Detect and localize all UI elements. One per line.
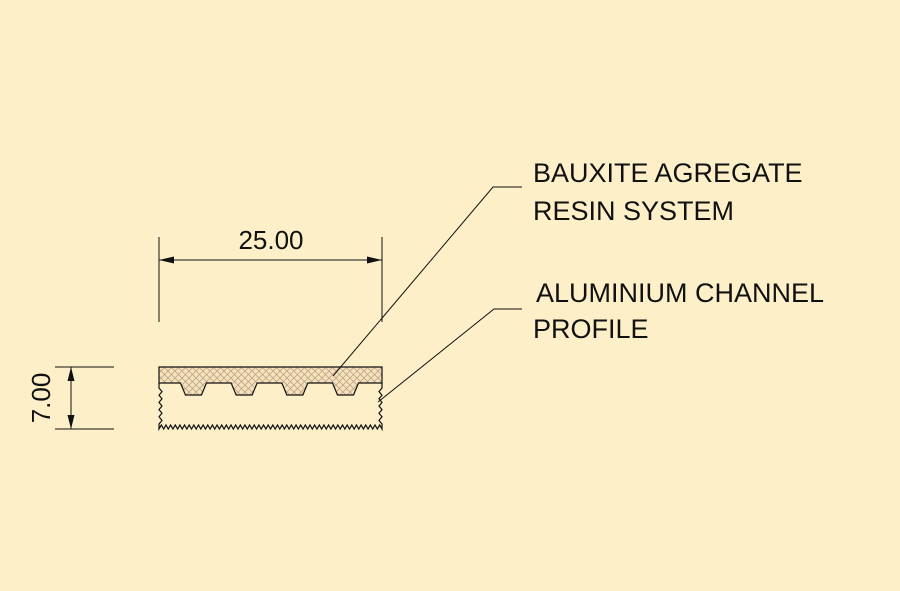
callout-labels: BAUXITE AGREGATE RESIN SYSTEM ALUMINIUM … bbox=[533, 158, 824, 344]
width-dimension: 25.00 bbox=[158, 225, 383, 322]
width-arrow-left-icon bbox=[159, 256, 174, 264]
channel-callout-line-2: PROFILE bbox=[533, 314, 649, 344]
aluminium-channel-outline bbox=[158, 383, 383, 432]
channel-leader-line bbox=[377, 308, 522, 403]
resin-callout-line-2: RESIN SYSTEM bbox=[533, 196, 734, 226]
height-dimension: 7.00 bbox=[26, 366, 114, 430]
resin-layer-hatch bbox=[159, 367, 382, 395]
channel-callout-line-1: ALUMINIUM CHANNEL bbox=[536, 278, 824, 308]
height-dimension-label: 7.00 bbox=[26, 373, 56, 424]
resin-leader-line bbox=[332, 186, 522, 377]
resin-layer-outline bbox=[158, 366, 383, 396]
width-dimension-label: 25.00 bbox=[238, 225, 303, 255]
callout-leaders bbox=[332, 186, 522, 403]
height-arrow-bottom-icon bbox=[67, 415, 75, 429]
width-arrow-right-icon bbox=[367, 256, 382, 264]
profile-section bbox=[158, 366, 383, 432]
height-arrow-top-icon bbox=[67, 367, 75, 381]
resin-callout-line-1: BAUXITE AGREGATE bbox=[533, 158, 803, 188]
